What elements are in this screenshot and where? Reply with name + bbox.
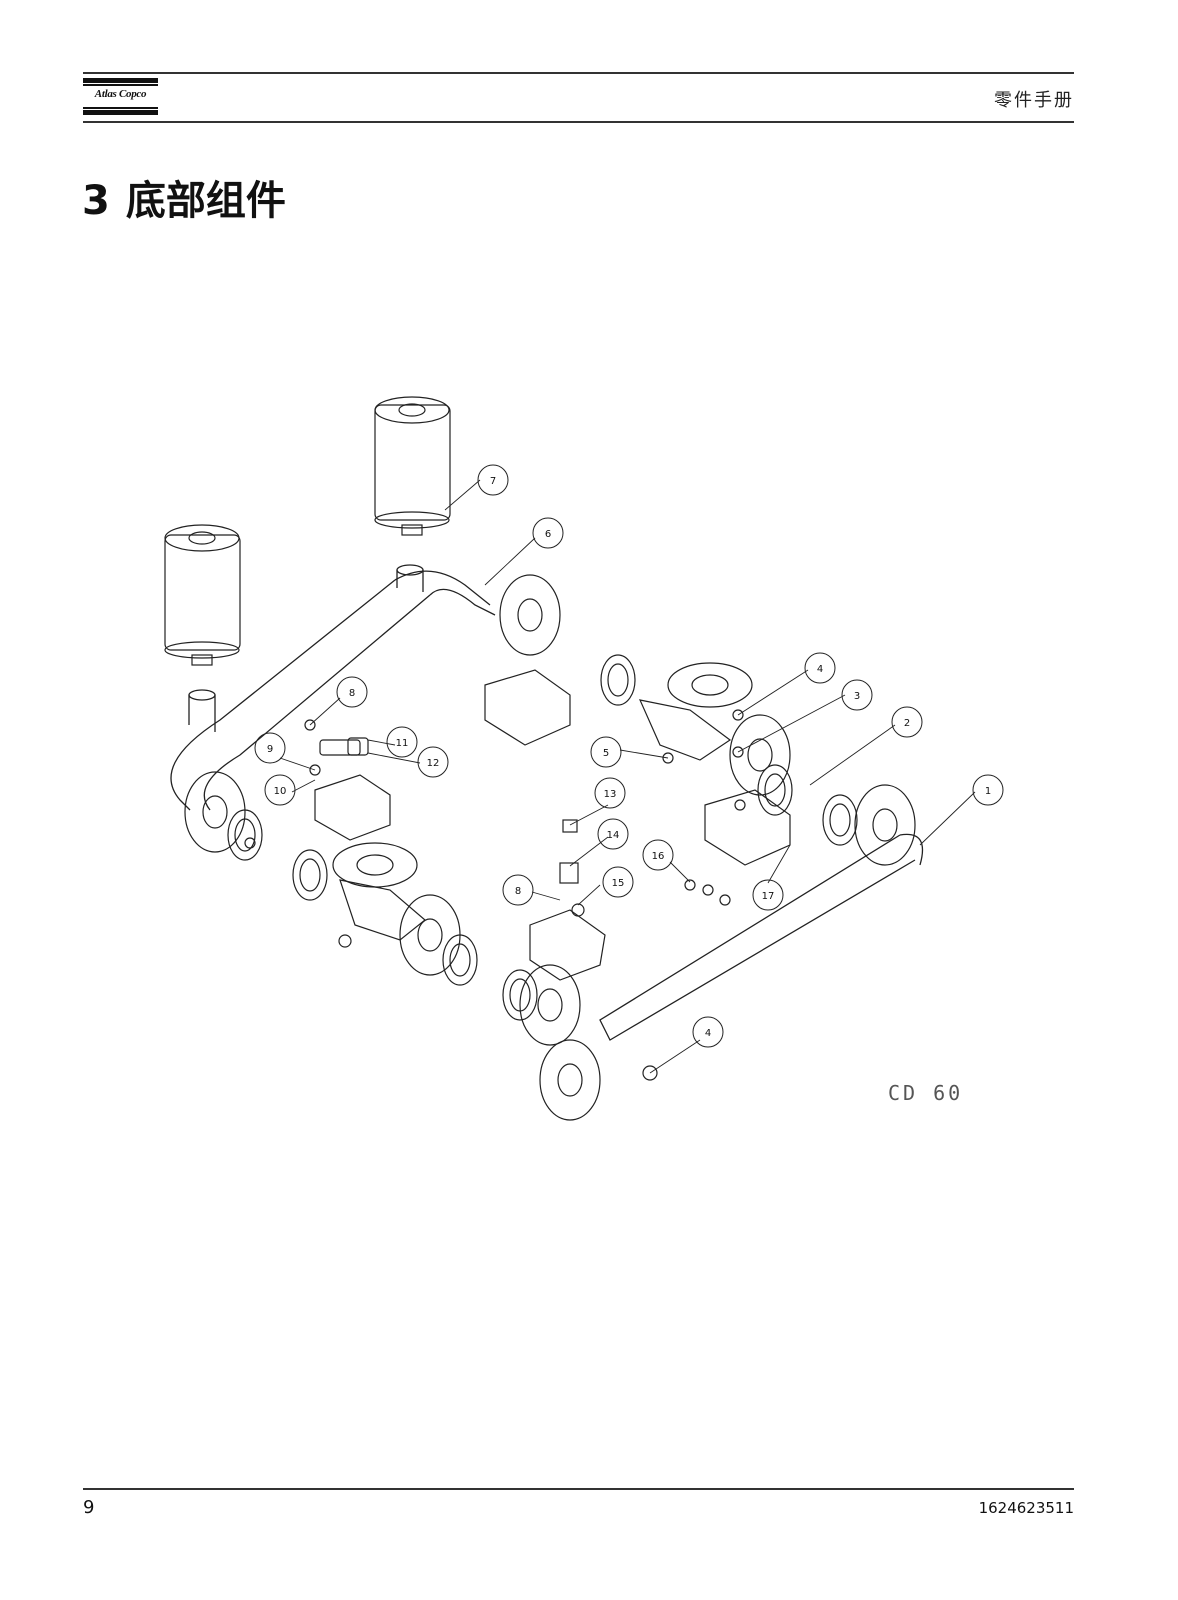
svg-text:4: 4 (817, 664, 823, 675)
valve-bodies (314, 669, 791, 981)
svg-text:4: 4 (705, 1028, 711, 1039)
chapter-number: 3 (82, 178, 110, 224)
callout-4b (692, 1016, 724, 1048)
model-label: CD 60 (888, 1081, 963, 1105)
callout-8 (336, 676, 368, 708)
callout-1 (972, 774, 1004, 806)
callout-3 (841, 679, 873, 711)
page-title: 3 底部组件 (82, 168, 286, 226)
callout-9 (254, 732, 286, 764)
footer-rule (83, 1488, 1074, 1490)
svg-text:3: 3 (854, 691, 860, 702)
svg-text:9: 9 (267, 744, 273, 755)
svg-text:8: 8 (349, 688, 355, 699)
svg-text:13: 13 (604, 789, 617, 800)
callout-7 (477, 464, 509, 496)
gaskets (227, 654, 858, 1021)
callout-5 (590, 736, 622, 768)
document-number: 1624623511 (978, 1499, 1074, 1517)
chapter-title: 底部组件 (125, 178, 286, 224)
exploded-parts-drawing: 7 6 8 4 3 2 1 9 11 12 10 5 13 14 16 15 8… (164, 396, 1004, 1121)
callout-6 (532, 517, 564, 549)
svg-text:2: 2 (904, 718, 910, 729)
svg-text:14: 14 (607, 830, 620, 841)
header-rule-bottom (83, 121, 1074, 123)
callout-10 (264, 774, 296, 806)
callout-11 (386, 726, 418, 758)
svg-text:16: 16 (652, 851, 665, 862)
svg-text:1: 1 (985, 786, 991, 797)
pipe-frame (170, 564, 924, 1041)
filter-cylinder-right (374, 396, 451, 536)
page-number: 9 (83, 1497, 95, 1518)
callout-17 (752, 879, 784, 911)
fittings (244, 709, 746, 1081)
atlas-copco-logo: Atlas Copco (83, 78, 158, 116)
svg-text:15: 15 (612, 878, 625, 889)
callout-15 (602, 866, 634, 898)
svg-text:12: 12 (427, 758, 440, 769)
svg-text:17: 17 (762, 891, 775, 902)
callout-2 (891, 706, 923, 738)
svg-text:8: 8 (515, 886, 521, 897)
callout-labels: 7 6 8 4 3 2 1 9 11 12 10 5 13 14 16 15 8… (267, 476, 991, 1039)
callout-circles (254, 464, 1004, 1048)
callout-14 (597, 818, 629, 850)
svg-text:6: 6 (545, 529, 551, 540)
section-label: 零件手册 (994, 90, 1074, 111)
callout-8b (502, 874, 534, 906)
leader-lines (279, 479, 976, 1074)
svg-text:7: 7 (490, 476, 496, 487)
header-rule-top (83, 72, 1074, 74)
logo-text: Atlas Copco (94, 88, 147, 100)
callout-12 (417, 746, 449, 778)
filter-cylinder-left (164, 524, 241, 666)
callout-4 (804, 652, 836, 684)
svg-text:10: 10 (274, 786, 287, 797)
callout-16 (642, 839, 674, 871)
flanges (184, 574, 916, 1121)
callout-13 (594, 777, 626, 809)
svg-text:11: 11 (396, 738, 409, 749)
svg-text:5: 5 (603, 748, 609, 759)
